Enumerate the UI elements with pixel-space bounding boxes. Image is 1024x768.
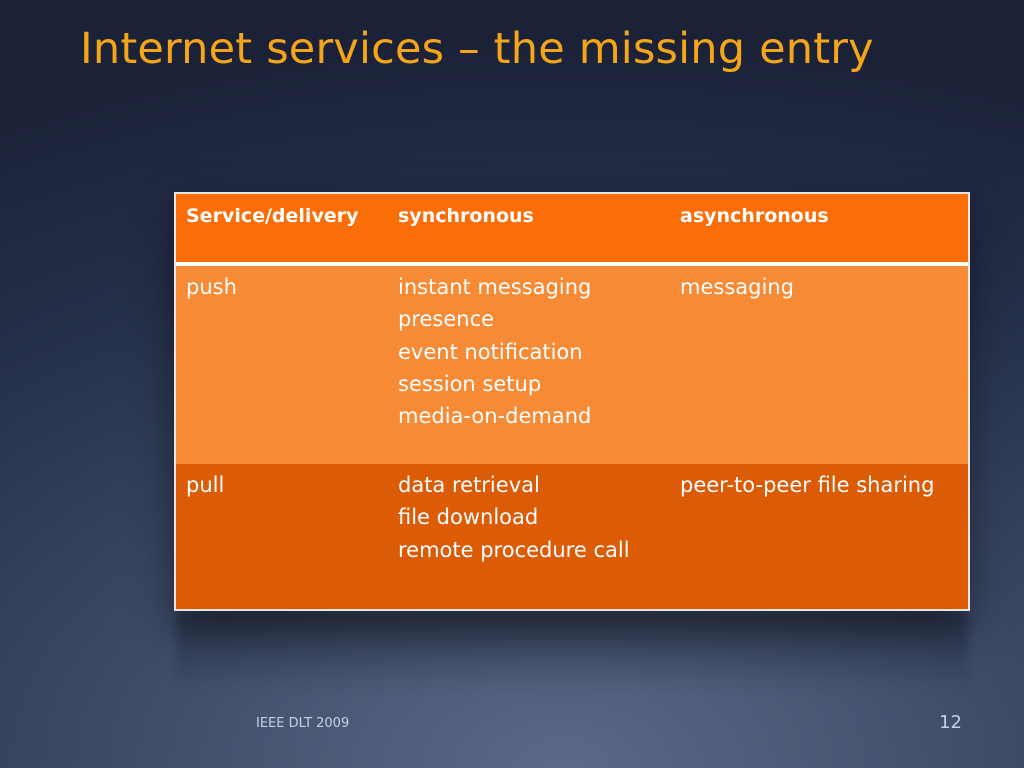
slide-title: Internet services – the missing entry bbox=[80, 24, 874, 74]
footer-text: IEEE DLT 2009 bbox=[256, 716, 350, 731]
services-table: Service/delivery synchronous asynchronou… bbox=[176, 194, 968, 609]
table-row-push: push instant messaging presence event no… bbox=[176, 264, 968, 464]
cell-pull-synchronous: data retrieval file download remote proc… bbox=[388, 464, 670, 609]
list-item: session setup bbox=[398, 371, 542, 396]
header-cell-asynchronous: asynchronous bbox=[670, 194, 968, 266]
list-item: remote procedure call bbox=[398, 537, 630, 562]
cell-push-synchronous: instant messaging presence event notific… bbox=[388, 264, 670, 464]
list-item: media-on-demand bbox=[398, 404, 592, 429]
services-table-frame: Service/delivery synchronous asynchronou… bbox=[174, 192, 970, 611]
cell-pull-asynchronous: peer-to-peer file sharing bbox=[670, 464, 968, 609]
row-label-pull: pull bbox=[176, 464, 388, 609]
table-row-pull: pull data retrieval file download remote… bbox=[176, 464, 968, 609]
list-item: instant messaging bbox=[398, 275, 592, 299]
table-reflection bbox=[176, 612, 968, 692]
cell-push-asynchronous: messaging bbox=[670, 264, 968, 464]
list-item: data retrieval bbox=[398, 473, 540, 497]
table-header-row: Service/delivery synchronous asynchronou… bbox=[176, 194, 968, 266]
list-item: event notification bbox=[398, 339, 583, 364]
header-cell-synchronous: synchronous bbox=[388, 194, 670, 266]
page-number: 12 bbox=[939, 712, 962, 733]
header-cell-service-delivery: Service/delivery bbox=[176, 194, 388, 266]
row-label-push: push bbox=[176, 264, 388, 464]
list-item: presence bbox=[398, 307, 495, 332]
list-item: file download bbox=[398, 505, 539, 530]
